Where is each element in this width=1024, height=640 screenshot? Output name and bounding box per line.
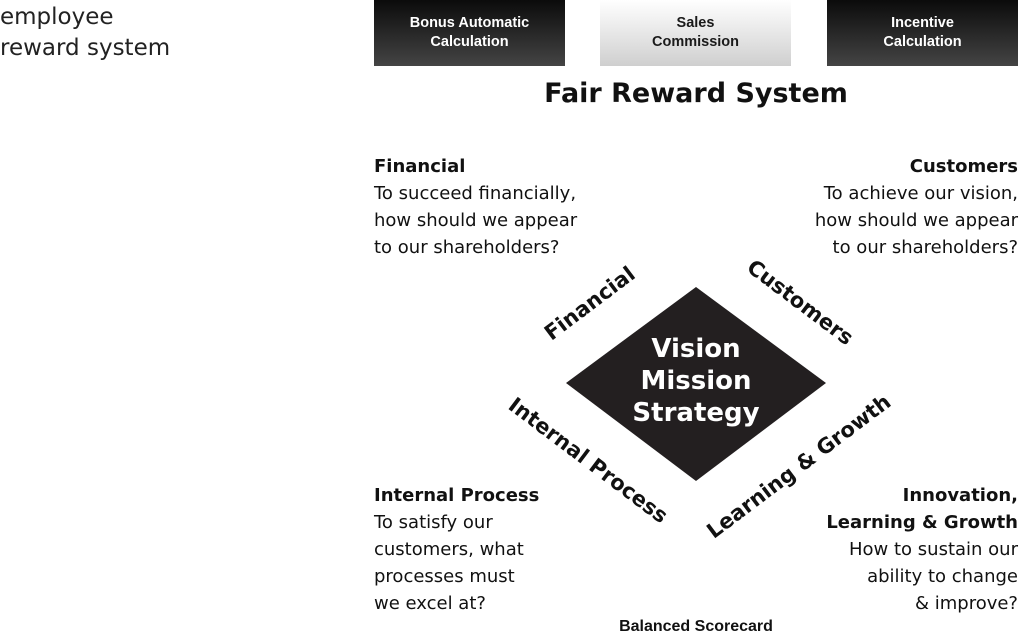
quadrant-internal-process: Internal Process To satisfy our customer… <box>374 482 574 617</box>
tab-sales-commission[interactable]: Sales Commission <box>600 0 791 66</box>
center-text-vision: Vision <box>651 334 740 364</box>
diamond-label-financial: Financial <box>540 262 640 345</box>
quadrant-financial-line: to our shareholders? <box>374 237 560 258</box>
app-title-line-1: employee <box>0 4 114 30</box>
quadrant-customers-line: To achieve our vision, <box>823 183 1018 204</box>
quadrant-innovation-title: Learning & Growth <box>826 512 1018 533</box>
center-text-strategy: Strategy <box>632 398 759 428</box>
center-diamond <box>566 287 826 481</box>
page-title: Fair Reward System <box>544 78 848 109</box>
tab-bonus-label-line-1: Bonus Automatic <box>409 15 530 31</box>
quadrant-financial-line: To succeed financially, <box>374 183 577 204</box>
quadrant-financial-title: Financial <box>374 156 466 177</box>
quadrant-internal-line: To satisfy our <box>374 512 493 533</box>
quadrant-customers-line: to our shareholders? <box>832 237 1018 258</box>
tab-bonus-label-line-2: Calculation <box>430 34 509 50</box>
diagram-caption: Balanced Scorecard <box>619 618 773 635</box>
tab-incentive-label-line-2: Calculation <box>883 34 962 50</box>
quadrant-internal-title: Internal Process <box>374 485 540 506</box>
quadrant-customers: Customers To achieve our vision, how sho… <box>758 153 1018 261</box>
quadrant-internal-line: customers, what <box>374 539 524 560</box>
quadrant-customers-line: how should we appear <box>814 210 1018 231</box>
app-title: employee reward system <box>0 2 170 64</box>
app-title-line-2: reward system <box>0 35 171 61</box>
quadrant-innovation-line: & improve? <box>914 593 1018 614</box>
quadrant-innovation: Innovation, Learning & Growth How to sus… <box>758 482 1018 617</box>
tab-incentive-calculation[interactable]: Incentive Calculation <box>827 0 1018 66</box>
quadrant-internal-line: processes must <box>374 566 515 587</box>
quadrant-innovation-line: ability to change <box>867 566 1018 587</box>
tab-incentive-label-line-1: Incentive <box>891 15 954 31</box>
tab-sales-label-line-1: Sales <box>676 15 715 31</box>
center-text-mission: Mission <box>640 366 751 396</box>
quadrant-innovation-line: How to sustain our <box>849 539 1018 560</box>
quadrant-financial: Financial To succeed financially, how sh… <box>374 153 634 261</box>
quadrant-financial-line: how should we appear <box>374 210 578 231</box>
quadrant-customers-title: Customers <box>909 156 1018 177</box>
quadrant-innovation-title: Innovation, <box>902 485 1018 506</box>
tab-bonus-automatic-calculation[interactable]: Bonus Automatic Calculation <box>374 0 565 66</box>
tab-sales-label-line-2: Commission <box>651 34 739 50</box>
quadrant-internal-line: we excel at? <box>374 593 486 614</box>
